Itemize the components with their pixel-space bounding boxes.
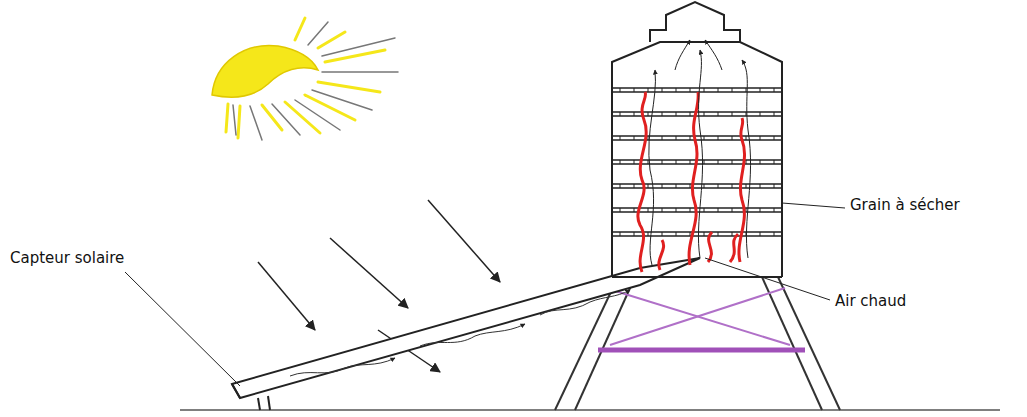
hot-air-waves <box>638 92 745 272</box>
ground-line <box>180 409 1000 411</box>
drying-tower <box>612 2 782 277</box>
leg-bracing <box>598 288 805 350</box>
sun <box>212 18 398 140</box>
solar-collector-label: Capteur solaire <box>8 249 126 267</box>
leader-lines <box>125 203 845 386</box>
grain-label: Grain à sécher <box>848 196 962 214</box>
hot-air-label: Air chaud <box>833 292 908 310</box>
air-flow-arrows <box>649 40 751 265</box>
solar-collector <box>232 258 700 410</box>
